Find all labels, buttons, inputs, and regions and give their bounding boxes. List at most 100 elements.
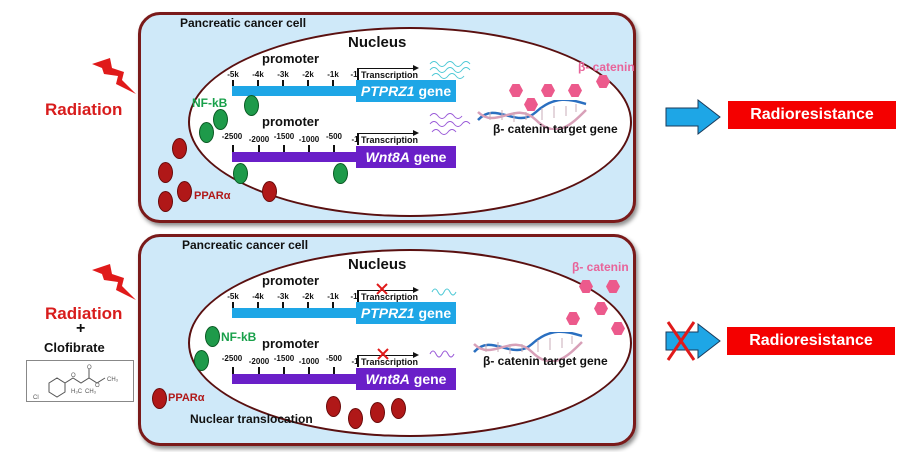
lightning-bolt-icon bbox=[92, 264, 136, 300]
mrna-icon bbox=[431, 288, 457, 296]
tick-label: -1k bbox=[327, 70, 339, 79]
outcome-radioresistance: Radioresistance bbox=[727, 327, 895, 355]
beta-catenin-molecule bbox=[611, 322, 625, 335]
ppara-molecule bbox=[348, 408, 363, 429]
structure-label: Cl bbox=[33, 395, 39, 401]
tick-label: -1 bbox=[351, 357, 359, 366]
nfkb-molecule bbox=[194, 350, 209, 371]
target-gene-label: β- catenin target gene bbox=[493, 122, 618, 136]
lightning-bolt-icon bbox=[92, 58, 136, 94]
gene-suffix: gene bbox=[413, 149, 447, 165]
tick-label: -4k bbox=[252, 70, 264, 79]
promoter-label: promoter bbox=[262, 336, 320, 351]
beta-catenin-molecule bbox=[566, 312, 580, 325]
beta-catenin-molecule bbox=[524, 98, 538, 111]
tick-label: -2000 bbox=[248, 135, 270, 144]
ptprz1-gene-box: PTPRZ1 gene bbox=[356, 302, 456, 324]
gene-suffix: gene bbox=[413, 371, 447, 387]
transcription-label: Transcription bbox=[361, 70, 419, 80]
nfkb-label: NF-kB bbox=[192, 96, 228, 110]
promoter-label: promoter bbox=[262, 51, 320, 66]
beta-catenin-molecule bbox=[579, 280, 593, 293]
tick-label: -2k bbox=[302, 70, 314, 79]
gene-suffix: gene bbox=[418, 305, 452, 321]
nfkb-molecule bbox=[205, 326, 220, 347]
transcription-arrow bbox=[357, 64, 419, 71]
outcome-radioresistance: Radioresistance bbox=[728, 101, 896, 129]
radiation-label: Radiation bbox=[45, 304, 123, 323]
dna-helix-icon bbox=[477, 100, 587, 130]
structure-label: CH₃ bbox=[107, 377, 119, 383]
transcription-arrow bbox=[357, 351, 419, 358]
tick-label: -1000 bbox=[298, 357, 320, 366]
promoter-label: promoter bbox=[262, 114, 320, 129]
mrna-icon bbox=[429, 113, 471, 135]
tick-label: -5k bbox=[227, 292, 239, 301]
chemical-structure-icon: O O O CH₃ H₃C CH₃ Cl bbox=[33, 365, 119, 401]
nfkb-molecule bbox=[244, 95, 259, 116]
dna-helix-icon bbox=[473, 332, 583, 362]
ppara-molecule bbox=[177, 181, 192, 202]
tick-label: -1 bbox=[350, 70, 358, 79]
tick-label: -3k bbox=[277, 292, 289, 301]
gene-suffix: gene bbox=[418, 83, 452, 99]
gene-name: PTPRZ1 bbox=[360, 83, 415, 99]
right-arrow-icon bbox=[665, 98, 721, 136]
ppara-label: PPARα bbox=[168, 392, 205, 404]
transcription-arrow bbox=[357, 286, 419, 293]
ppara-label: PPARα bbox=[194, 190, 231, 202]
blocked-x-icon bbox=[376, 283, 388, 295]
wnt8a-gene-box: Wnt8A gene bbox=[356, 146, 456, 168]
beta-catenin-molecule bbox=[509, 84, 523, 97]
transcription-label: Transcription bbox=[361, 357, 419, 367]
beta-catenin-molecule bbox=[606, 280, 620, 293]
wnt8a-promoter-bar bbox=[232, 152, 356, 162]
tick-label: -3k bbox=[277, 70, 289, 79]
nucleus-label: Nucleus bbox=[348, 34, 407, 51]
nfkb-molecule bbox=[213, 109, 228, 130]
ptprz1-promoter-bar bbox=[232, 86, 356, 96]
transcription-label: Transcription bbox=[361, 135, 419, 145]
tick-label: -1000 bbox=[298, 135, 320, 144]
tick-label: -2k bbox=[302, 292, 314, 301]
beta-catenin-molecule bbox=[594, 302, 608, 315]
ppara-molecule bbox=[172, 138, 187, 159]
gene-name: PTPRZ1 bbox=[360, 305, 415, 321]
clofibrate-label: Clofibrate bbox=[44, 340, 105, 355]
mrna-icon bbox=[429, 350, 455, 358]
structure-label: O bbox=[71, 373, 76, 379]
structure-label: H₃C bbox=[71, 389, 83, 395]
transcription-arrow bbox=[357, 129, 419, 136]
wnt8a-promoter-bar bbox=[232, 374, 356, 384]
structure-label: O bbox=[87, 365, 92, 371]
beta-catenin-label: β- catenin bbox=[578, 60, 635, 74]
tick-label: -5k bbox=[227, 70, 239, 79]
ppara-molecule bbox=[158, 191, 173, 212]
tick-label: -500 bbox=[325, 354, 343, 363]
blocked-x-icon bbox=[377, 348, 389, 360]
nfkb-molecule bbox=[233, 163, 248, 184]
tick-label: -2500 bbox=[221, 132, 243, 141]
nucleus-label: Nucleus bbox=[348, 256, 407, 273]
clofibrate-structure: O O O CH₃ H₃C CH₃ Cl bbox=[26, 360, 134, 402]
ppara-molecule bbox=[262, 181, 277, 202]
tick-label: -1k bbox=[327, 292, 339, 301]
ppara-molecule bbox=[326, 396, 341, 417]
blocked-x-icon bbox=[666, 321, 696, 361]
nucleus bbox=[188, 249, 632, 437]
cell-label: Pancreatic cancer cell bbox=[182, 238, 309, 252]
ppara-molecule bbox=[152, 388, 167, 409]
ppara-molecule bbox=[391, 398, 406, 419]
right-arrow-icon bbox=[665, 322, 721, 360]
beta-catenin-label: β- catenin bbox=[572, 260, 629, 274]
structure-label: O bbox=[95, 383, 100, 389]
nuclear-translocation-label: Nuclear translocation bbox=[190, 412, 313, 426]
tick-label: -1 bbox=[351, 135, 359, 144]
promoter-label: promoter bbox=[262, 273, 320, 288]
structure-label: CH₃ bbox=[85, 389, 97, 395]
ptprz1-gene-box: PTPRZ1 gene bbox=[356, 80, 456, 102]
nfkb-molecule bbox=[199, 122, 214, 143]
wnt8a-gene-box: Wnt8A gene bbox=[356, 368, 456, 390]
beta-catenin-molecule bbox=[568, 84, 582, 97]
ptprz1-promoter-bar bbox=[232, 308, 356, 318]
